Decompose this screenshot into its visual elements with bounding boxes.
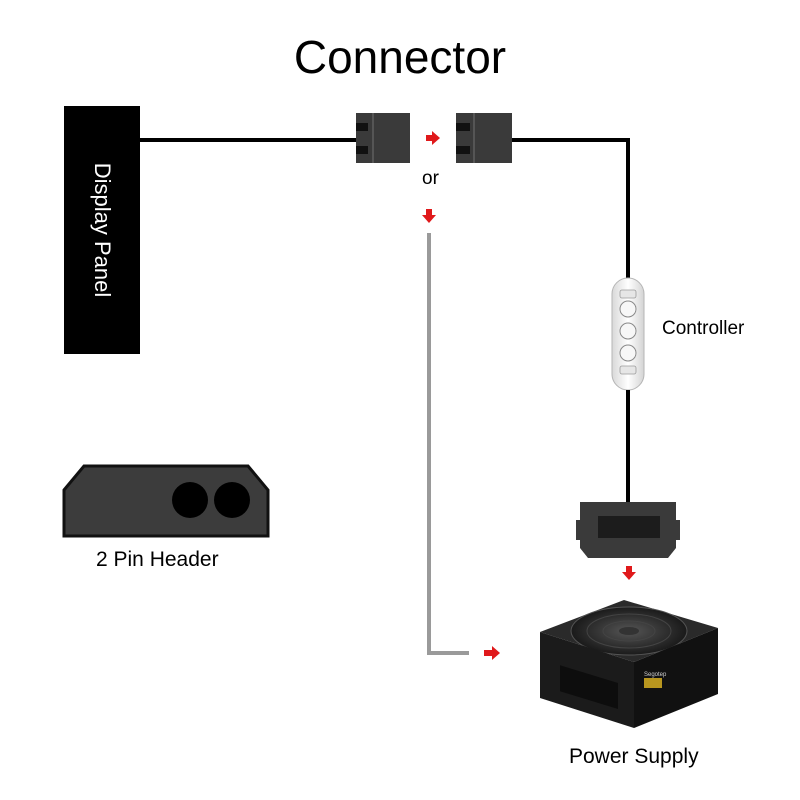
controller-label: Controller <box>662 318 745 339</box>
molex-connector-icon <box>576 502 680 558</box>
arrow-right-psu-icon <box>484 646 500 660</box>
or-label: or <box>422 168 439 189</box>
psu-brand-text: Segotep <box>644 672 667 678</box>
power-supply-label: Power Supply <box>569 745 699 768</box>
power-supply-icon: Segotep <box>540 600 718 728</box>
left-connector-plug-icon <box>356 113 410 163</box>
pin-header-label: 2 Pin Header <box>96 548 219 571</box>
arrow-down-psu-icon <box>622 566 636 580</box>
display-panel <box>64 106 140 354</box>
arrow-right-icon <box>426 131 440 145</box>
display-panel-label: Display Panel <box>90 162 115 298</box>
alternate-cable <box>427 233 469 655</box>
page-title: Connector <box>293 31 507 83</box>
controller-icon <box>611 277 645 391</box>
right-connector-plug-icon <box>456 113 512 163</box>
display-panel-label-container: Display Panel <box>64 106 140 354</box>
pin-header-icon <box>62 464 270 538</box>
arrow-down-icon <box>422 209 436 223</box>
controller-input-cable <box>512 138 630 280</box>
